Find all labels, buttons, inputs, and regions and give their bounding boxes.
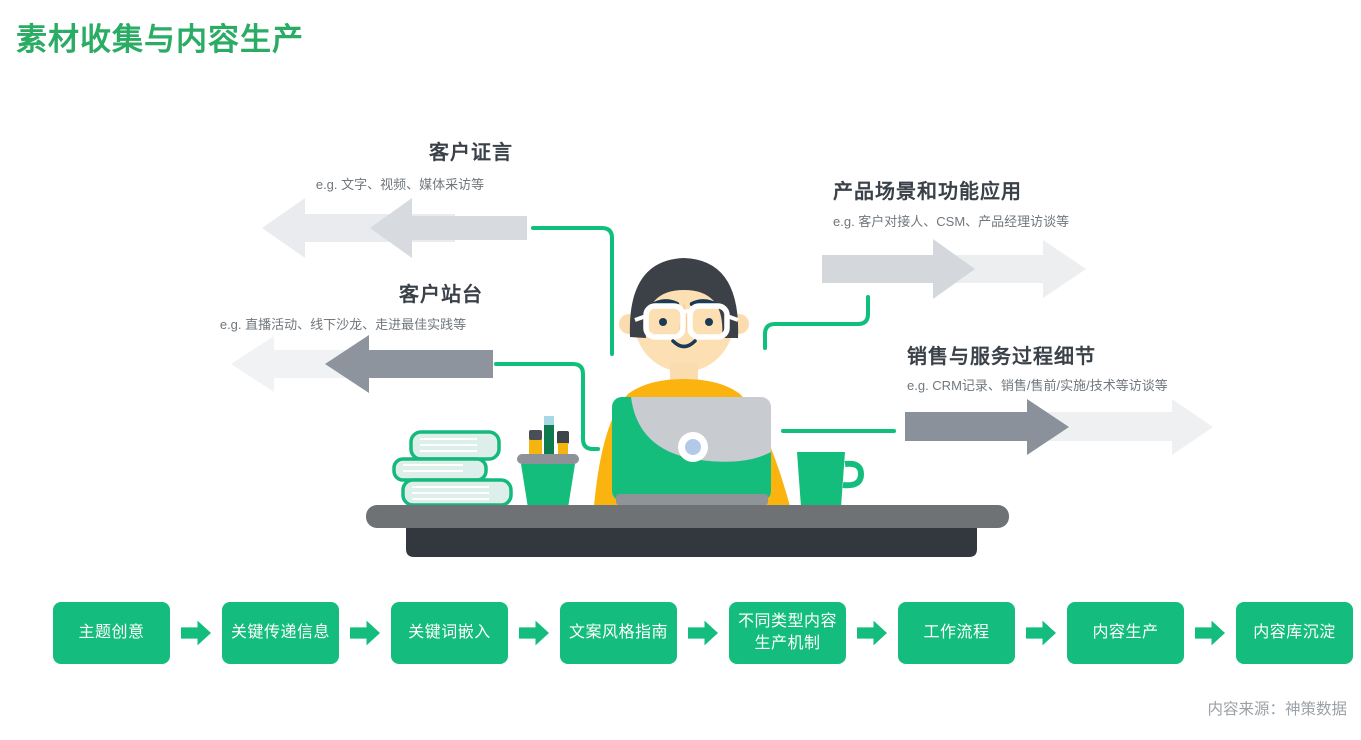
attribution-text: 内容来源：神策数据 [1207,701,1347,718]
arrows-customer-endorsement [231,335,493,393]
arrow-left-front [325,335,493,393]
flow-step-4: 文案风格指南 [560,602,677,664]
source-example-customer-testimonial: e.g. 文字、视频、媒体采访等 [315,177,485,192]
laptop-base [616,494,768,505]
book [409,430,501,461]
laptop-lid-accent [612,397,771,501]
cup-rim [517,454,579,464]
flow-arrow-icon [181,620,211,646]
arrow-right-front [822,239,975,299]
eye-right [705,318,713,326]
pen-dark [557,431,569,444]
flow-arrow-icon [1026,620,1056,646]
flow-step-8: 内容库沉淀 [1236,602,1353,664]
flow-arrow-icon [857,620,887,646]
connector-top-left [531,226,614,356]
source-example-customer-endorsement: e.g. 直播活动、线下沙龙、走进最佳实践等 [219,317,467,332]
arrow-left-back [262,198,455,258]
mouth [671,339,697,349]
pencil-yellow [529,438,542,458]
hair [629,258,739,338]
flow-step-5: 不同类型内容生产机制 [729,602,846,664]
pen-cup [517,416,579,508]
book [401,478,513,507]
pen-green-tip [544,416,554,427]
arrows-product-scenarios [822,239,1086,299]
flow-step-6: 工作流程 [898,602,1015,664]
arrow-right-back [940,240,1086,298]
page-title: 素材收集与内容生产 [16,22,304,57]
books [392,430,513,507]
flow-step-1: 主题创意 [53,602,170,664]
flow-arrow-icon [350,620,380,646]
flow-arrow-icon [688,620,718,646]
source-label-sales-service: 销售与服务过程细节 [907,346,1096,368]
arrows-customer-testimonial [262,198,527,258]
source-label-customer-testimonial: 客户证言 [429,142,513,164]
source-label-customer-endorsement: 客户站台 [399,284,483,306]
connector-mid-left [494,362,600,451]
desk [366,505,1009,557]
source-example-product-scenarios: e.g. 客户对接人、CSM、产品经理访谈等 [833,214,1070,229]
pen-dark-body [558,443,568,458]
pencil-yellow-cap [529,430,542,440]
pen-green [544,425,554,458]
connector-top-right [763,295,870,350]
source-label-product-scenarios: 产品场景和功能应用 [833,181,1022,203]
mug-handle [842,460,865,489]
laptop-logo-center [685,439,701,455]
arrow-right-front [905,399,1069,455]
flow-step-2: 关键传递信息 [222,602,339,664]
book [392,457,488,482]
glasses-icon [634,303,739,340]
arrow-right-back [1030,399,1213,455]
flow-step-3: 关键词嵌入 [391,602,508,664]
connector-lines [494,226,896,451]
eye-left [659,318,667,326]
desk-drawer [406,520,977,557]
arrow-left-front [370,198,527,258]
laptop [612,397,771,505]
mug [797,452,865,507]
mug-body [797,452,845,507]
desk-top [366,505,1009,528]
cup-body [521,464,575,508]
source-example-sales-service: e.g. CRM记录、销售/售前/实施/技术等访谈等 [907,378,1168,393]
flow-arrow-icon [519,620,549,646]
process-flow: 主题创意 关键传递信息 关键词嵌入 文案风格指南 不同类型内容生产机制 工作流程… [53,601,1353,665]
flow-step-7: 内容生产 [1067,602,1184,664]
arrows-sales-service [905,399,1213,455]
flow-arrow-icon [1195,620,1225,646]
